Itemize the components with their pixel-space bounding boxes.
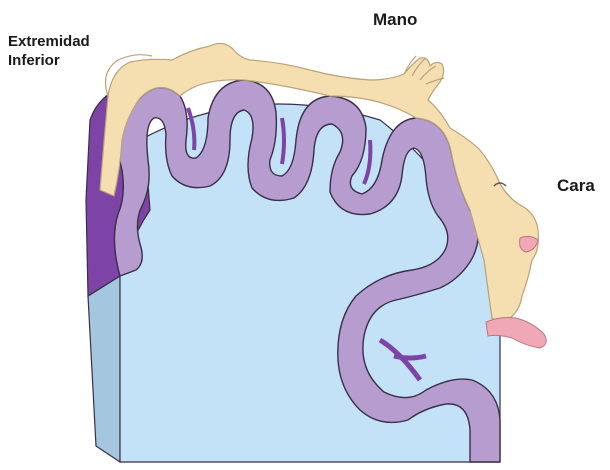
sulcus-2 xyxy=(282,118,284,164)
label-lower-extremity-line2: Inferior xyxy=(8,51,90,70)
label-lower-extremity-line1: Extremidad xyxy=(8,32,90,51)
label-face: Cara xyxy=(557,176,595,196)
label-hand: Mano xyxy=(373,10,417,30)
label-lower-extremity: Extremidad Inferior xyxy=(8,32,90,70)
block-side-face xyxy=(88,276,120,462)
